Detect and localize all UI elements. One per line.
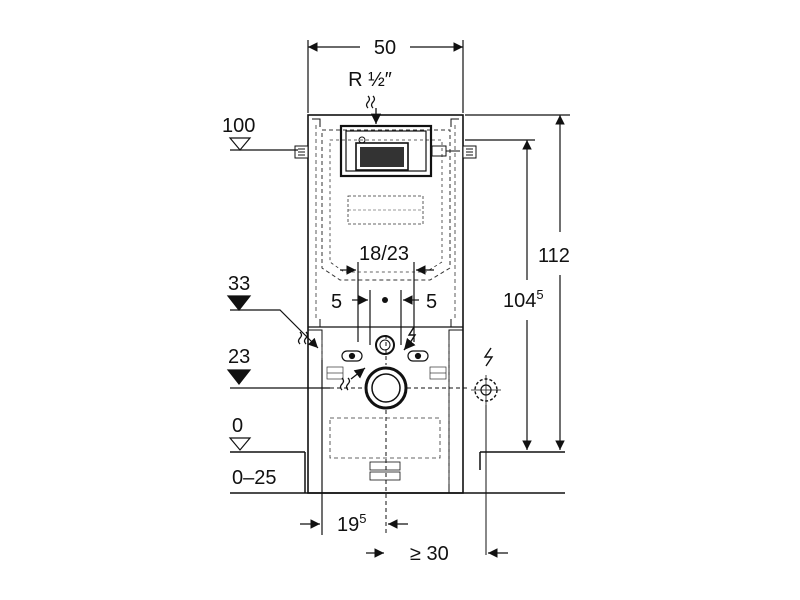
wall-bracket-left xyxy=(294,145,309,159)
label-level-100: 100 xyxy=(222,115,255,137)
label-drain-offset-main: 19 xyxy=(337,514,359,536)
actuator-plate xyxy=(339,124,460,178)
label-height-frame-main: 104 xyxy=(503,290,536,312)
label-offset-left: 5 xyxy=(331,291,342,313)
level-23-marker xyxy=(226,369,330,389)
label-min-clearance: ≥ 30 xyxy=(410,543,449,565)
water-inlet xyxy=(375,335,395,355)
bolt-right xyxy=(407,350,429,362)
dim-drain-offset xyxy=(300,360,408,535)
label-level-0: 0 xyxy=(232,415,243,437)
label-width-top: 50 xyxy=(374,37,396,59)
power-socket xyxy=(471,375,501,555)
label-height-total: 112 xyxy=(538,245,570,267)
dim-height-frame xyxy=(465,139,535,450)
label-offset-right: 5 xyxy=(426,291,437,313)
corner-brackets xyxy=(312,118,459,328)
installation-frame xyxy=(307,114,464,494)
dim-width-top xyxy=(307,40,464,113)
label-drain-offset-sup: 5 xyxy=(359,511,366,526)
wall-bracket-right xyxy=(462,145,477,159)
waste-water-icon xyxy=(339,367,366,391)
electrical-icon xyxy=(403,326,417,351)
level-100-marker xyxy=(228,137,298,151)
label-connection: R ½″ xyxy=(348,69,392,91)
water-connection-icon xyxy=(297,331,309,345)
label-level-33: 33 xyxy=(228,273,250,295)
socket-electrical-icon xyxy=(483,347,494,367)
level-0-marker xyxy=(228,437,252,451)
label-level-range: 0–25 xyxy=(232,467,277,489)
dim-bolt-spacing xyxy=(340,262,434,342)
level-33-marker xyxy=(226,295,319,349)
label-level-23: 23 xyxy=(228,346,250,368)
center-mark xyxy=(382,297,388,303)
dim-height-total xyxy=(465,114,570,450)
hatched-patches xyxy=(326,366,447,380)
dim-offsets xyxy=(352,290,419,345)
bolt-left xyxy=(341,350,363,362)
label-drain-offset: 195 xyxy=(337,511,366,536)
drain-pipe xyxy=(330,335,470,535)
label-height-frame: 1045 xyxy=(503,287,544,312)
label-bolt-spacing: 18/23 xyxy=(359,243,409,265)
label-height-frame-sup: 5 xyxy=(536,287,543,302)
water-supply-icon xyxy=(365,95,382,124)
